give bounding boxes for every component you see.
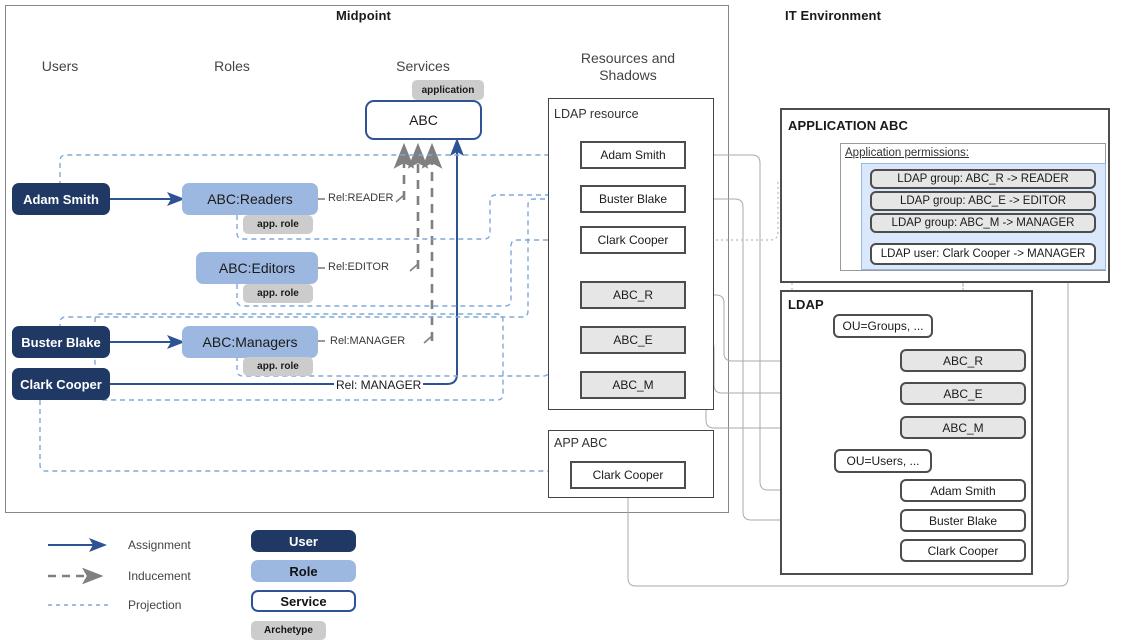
ldap-entry-label: Adam Smith [930, 483, 996, 498]
role-label: ABC:Editors [218, 260, 296, 276]
shadow-box-abc-e[interactable]: ABC_E [580, 326, 686, 354]
service-label: ABC [409, 112, 438, 128]
role-box-abc-managers[interactable]: ABC:Managers [182, 326, 318, 358]
permission-box-abc-r-reader[interactable]: LDAP group: ABC_R -> READER [870, 169, 1096, 189]
relation-label-reader: Rel:READER [328, 192, 394, 204]
ldap-ou-groups[interactable]: OU=Groups, ... [833, 314, 933, 338]
user-label: Buster Blake [21, 334, 101, 350]
application-permissions-label: Application permissions: [845, 147, 970, 159]
ldap-group-abc-m[interactable]: ABC_M [900, 416, 1026, 439]
user-label: Adam Smith [23, 191, 99, 207]
permission-label: LDAP user: Clark Cooper -> MANAGER [880, 248, 1086, 260]
legend-shape-user: User [251, 530, 356, 552]
relation-label-manager: Rel:MANAGER [330, 335, 406, 347]
column-heading-resources-line2: Shadows [599, 67, 657, 83]
it-environment-title: IT Environment [785, 8, 882, 23]
application-abc-title: APPLICATION ABC [788, 118, 908, 133]
shadow-box-abc-r[interactable]: ABC_R [580, 281, 686, 309]
shadow-box-buster-blake[interactable]: Buster Blake [580, 185, 686, 213]
ldap-entry-label: Clark Cooper [927, 543, 999, 558]
app-abc-resource-title: APP ABC [554, 436, 608, 450]
shadow-label: Adam Smith [600, 148, 666, 162]
role-label: ABC:Managers [202, 334, 298, 350]
archetype-badge-app-role-readers: app. role [243, 215, 313, 234]
shadow-box-app-clark-cooper[interactable]: Clark Cooper [570, 461, 686, 489]
role-box-abc-editors[interactable]: ABC:Editors [196, 252, 318, 284]
permission-box-user-clark-cooper-manager[interactable]: LDAP user: Clark Cooper -> MANAGER [870, 243, 1096, 265]
archetype-badge-app-role-editors: app. role [243, 284, 313, 303]
archetype-badge-application: application [412, 80, 484, 100]
role-box-abc-readers[interactable]: ABC:Readers [182, 183, 318, 215]
legend-label-assignment: Assignment [128, 538, 191, 552]
midpoint-panel-title: Midpoint [336, 8, 391, 23]
legend-label-projection: Projection [128, 598, 182, 612]
shadow-box-adam-smith[interactable]: Adam Smith [580, 141, 686, 169]
column-heading-services: Services [396, 58, 450, 74]
ldap-entry-label: ABC_E [943, 386, 983, 401]
shadow-label: Clark Cooper [592, 468, 664, 482]
ldap-entry-label: ABC_M [942, 420, 984, 435]
user-box-buster-blake[interactable]: Buster Blake [12, 326, 110, 358]
permission-label: LDAP group: ABC_R -> READER [897, 173, 1069, 185]
legend-shape-role: Role [251, 560, 356, 582]
relation-label-direct-manager: Rel: MANAGER [334, 378, 424, 392]
ldap-user-clark-cooper[interactable]: Clark Cooper [900, 539, 1026, 562]
ldap-entry-label: ABC_R [942, 353, 983, 368]
permission-box-abc-e-editor[interactable]: LDAP group: ABC_E -> EDITOR [870, 191, 1096, 211]
ldap-resource-title: LDAP resource [554, 107, 639, 121]
legend-shape-label: Service [280, 593, 327, 609]
archetype-badge-app-role-managers: app. role [243, 357, 313, 376]
shadow-label: ABC_M [612, 378, 654, 392]
archetype-label: app. role [257, 219, 299, 230]
user-label: Clark Cooper [20, 376, 102, 392]
user-box-clark-cooper[interactable]: Clark Cooper [12, 368, 110, 400]
legend-shape-label: User [289, 533, 318, 549]
legend-shape-label: Archetype [264, 625, 313, 636]
ldap-ou-label: OU=Users, ... [846, 454, 920, 468]
shadow-label: ABC_R [612, 288, 653, 302]
ldap-group-abc-r[interactable]: ABC_R [900, 349, 1026, 372]
archetype-label: app. role [257, 361, 299, 372]
role-label: ABC:Readers [207, 191, 293, 207]
permission-box-abc-m-manager[interactable]: LDAP group: ABC_M -> MANAGER [870, 213, 1096, 233]
ldap-ou-users[interactable]: OU=Users, ... [834, 449, 932, 473]
ldap-group-abc-e[interactable]: ABC_E [900, 382, 1026, 405]
column-heading-roles: Roles [214, 58, 250, 74]
relation-label-editor: Rel:EDITOR [328, 261, 389, 273]
permission-label: LDAP group: ABC_M -> MANAGER [891, 217, 1075, 229]
legend-shape-label: Role [289, 563, 318, 579]
ldap-user-adam-smith[interactable]: Adam Smith [900, 479, 1026, 502]
user-box-adam-smith[interactable]: Adam Smith [12, 183, 110, 215]
ldap-user-buster-blake[interactable]: Buster Blake [900, 509, 1026, 532]
legend-shape-service: Service [251, 590, 356, 612]
shadow-box-clark-cooper[interactable]: Clark Cooper [580, 226, 686, 254]
service-box-abc[interactable]: ABC [365, 100, 482, 140]
ldap-entry-label: Buster Blake [928, 513, 998, 528]
shadow-label: Buster Blake [598, 192, 668, 206]
ldap-ou-label: OU=Groups, ... [842, 319, 924, 333]
shadow-label: Clark Cooper [597, 233, 669, 247]
legend-label-inducement: Inducement [128, 569, 191, 583]
shadow-box-abc-m[interactable]: ABC_M [580, 371, 686, 399]
archetype-label: application [421, 84, 475, 96]
ldap-directory-title: LDAP [788, 297, 824, 312]
permission-label: LDAP group: ABC_E -> EDITOR [899, 195, 1067, 207]
shadow-label: ABC_E [613, 333, 653, 347]
column-heading-resources-line1: Resources and [580, 50, 676, 66]
legend-shape-archetype: Archetype [251, 621, 326, 640]
archetype-label: app. role [257, 288, 299, 299]
column-heading-users: Users [41, 58, 79, 74]
